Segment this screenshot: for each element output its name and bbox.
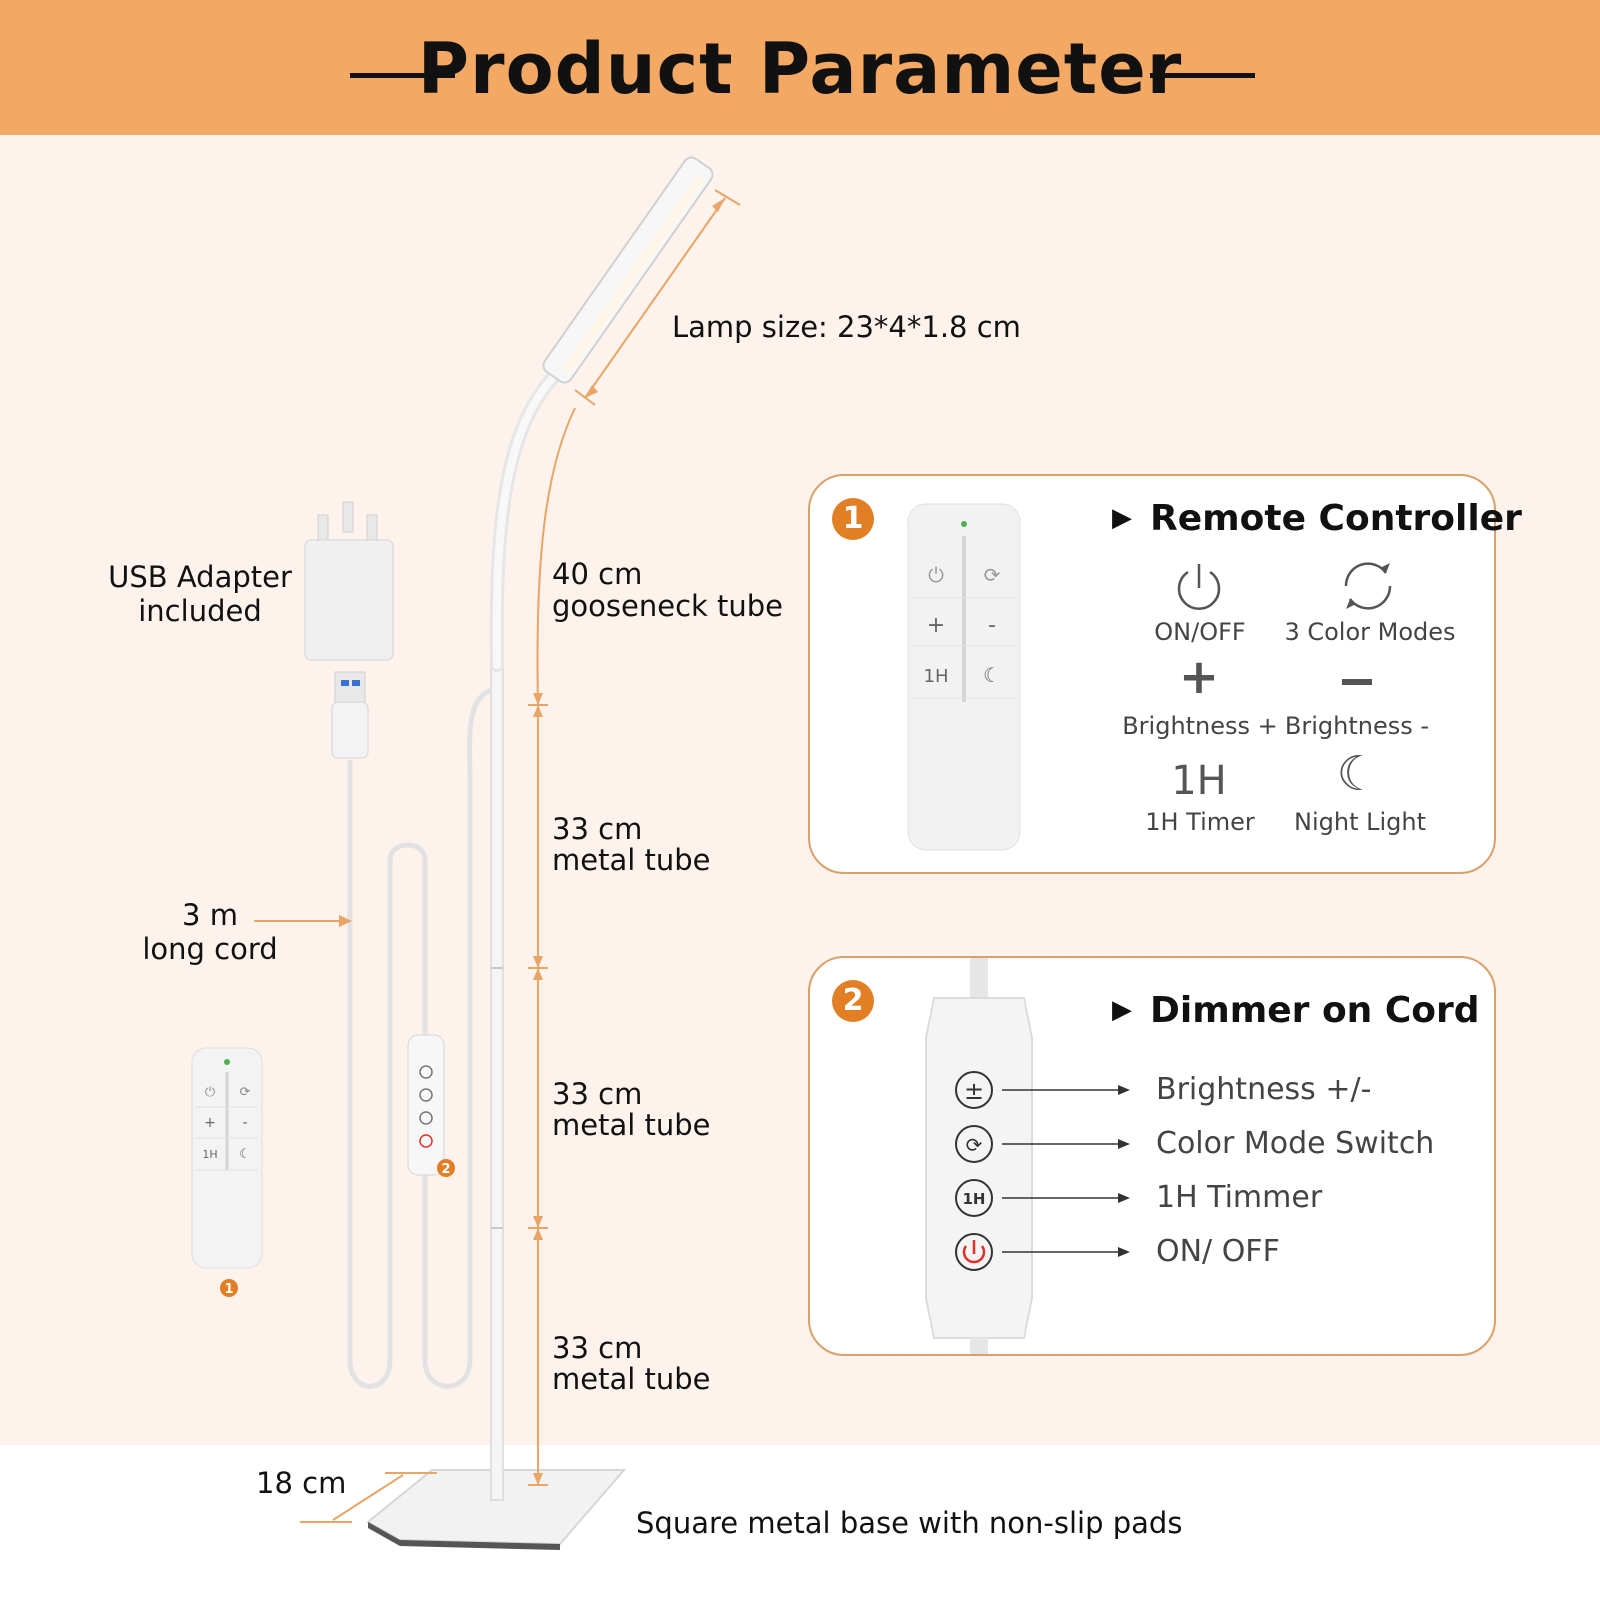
card-title-text: Remote Controller — [1150, 498, 1522, 539]
svg-text:+: + — [204, 1115, 216, 1131]
segment-name-label: metal tube — [552, 843, 711, 877]
card-title: ▶ Remote Controller — [1112, 498, 1522, 539]
function-label: Night Light — [1294, 808, 1426, 836]
lamp-base-edge — [368, 1522, 560, 1550]
header-rule-right — [1150, 73, 1255, 78]
svg-text:⏻: ⏻ — [928, 563, 944, 587]
dimmer-button-label: ON/ OFF — [1156, 1234, 1280, 1269]
segment-name-label: gooseneck tube — [552, 589, 784, 623]
dimmer-button-label: 1H Timmer — [1156, 1180, 1323, 1215]
usb-connector — [334, 671, 366, 703]
function-label: 3 Color Modes — [1284, 618, 1456, 646]
svg-text:⟳: ⟳ — [984, 563, 1001, 587]
dimension-lines — [254, 189, 741, 1523]
card-title-text: Dimmer on Cord — [1150, 990, 1480, 1031]
mini-dimmer — [407, 1034, 445, 1176]
minus-icon — [1342, 679, 1372, 685]
dimension-arrows — [339, 198, 725, 1485]
card-badge: 1 — [832, 498, 874, 540]
function-label: ON/OFF — [1154, 618, 1246, 646]
triangle-icon: ▶ — [1112, 503, 1132, 533]
dimmer-button-label: Brightness +/- — [1156, 1072, 1372, 1107]
segment-length-label: 33 cm — [552, 1331, 643, 1365]
adapter-label-line1: USB Adapter — [108, 560, 292, 594]
page-title: Product Parameter — [417, 28, 1183, 110]
dimmer-card: 2 ± ⟳ 1H ▶Dimmer on Cord Brightness +/- … — [808, 956, 1496, 1356]
moon-icon: ☾ — [1336, 746, 1380, 802]
cord-desc-label: long cord — [142, 932, 278, 966]
dimmer-arrows — [1002, 1085, 1130, 1257]
svg-text:-: - — [988, 613, 996, 638]
segment-length-label: 33 cm — [552, 812, 643, 846]
svg-text:⟳: ⟳ — [966, 1133, 983, 1157]
lamp-pole — [490, 659, 504, 1501]
lamp-head — [542, 156, 714, 384]
card-badge: 2 — [832, 980, 874, 1022]
card-title: ▶ Dimmer on Cord — [1112, 990, 1480, 1031]
cycle-icon — [1344, 562, 1392, 610]
floor-background — [0, 1445, 1600, 1600]
header-rule-left — [350, 73, 455, 78]
svg-text:☾: ☾ — [983, 663, 1001, 687]
svg-text:-: - — [242, 1115, 247, 1131]
svg-text:2: 2 — [441, 1162, 450, 1177]
usb-plug-body — [331, 701, 369, 759]
base-width-label: 18 cm — [256, 1466, 347, 1500]
svg-text:1H: 1H — [963, 1190, 986, 1208]
cord-length-label: 3 m — [182, 898, 238, 932]
function-label: Brightness + — [1122, 712, 1278, 740]
usb-adapter — [304, 539, 394, 661]
power-icon — [1177, 564, 1221, 610]
power-cord — [347, 687, 493, 1389]
svg-text:☾: ☾ — [239, 1147, 251, 1162]
lamp-size-label: Lamp size: 23*4*1.8 cm — [672, 310, 1021, 344]
segment-length-label: 40 cm — [552, 557, 643, 591]
base-description-label: Square metal base with non-slip pads — [636, 1506, 1183, 1540]
svg-text:±: ± — [964, 1077, 984, 1105]
segment-length-label: 33 cm — [552, 1077, 643, 1111]
dimmer-button-label: Color Mode Switch — [1156, 1126, 1435, 1161]
svg-text:1H: 1H — [924, 666, 949, 687]
adapter-label-line2: included — [138, 594, 262, 628]
remote-controller-image: ⏻ ⟳ + - 1H ☾ — [907, 503, 1021, 851]
svg-text:1H: 1H — [202, 1148, 217, 1161]
segment-name-label: metal tube — [552, 1108, 711, 1142]
svg-text:⟳: ⟳ — [240, 1085, 251, 1100]
svg-text:+: + — [927, 613, 945, 638]
timer-icon: 1H — [1171, 758, 1227, 804]
svg-text:⏻: ⏻ — [205, 1085, 215, 1100]
plus-icon: + — [1178, 649, 1220, 705]
triangle-icon: ▶ — [1112, 995, 1132, 1025]
function-label: Brightness - — [1284, 712, 1430, 740]
dimmer-image: ± ⟳ 1H — [925, 958, 1033, 1354]
segment-name-label: metal tube — [552, 1362, 711, 1396]
function-label: 1H Timer — [1145, 808, 1255, 836]
header-banner: Product Parameter — [0, 0, 1600, 135]
remote-controller-card: 1 ⏻ ⟳ + - 1H ☾ ▶ Remote Controller ON/OFF… — [808, 474, 1522, 874]
svg-text:1: 1 — [224, 1282, 233, 1297]
